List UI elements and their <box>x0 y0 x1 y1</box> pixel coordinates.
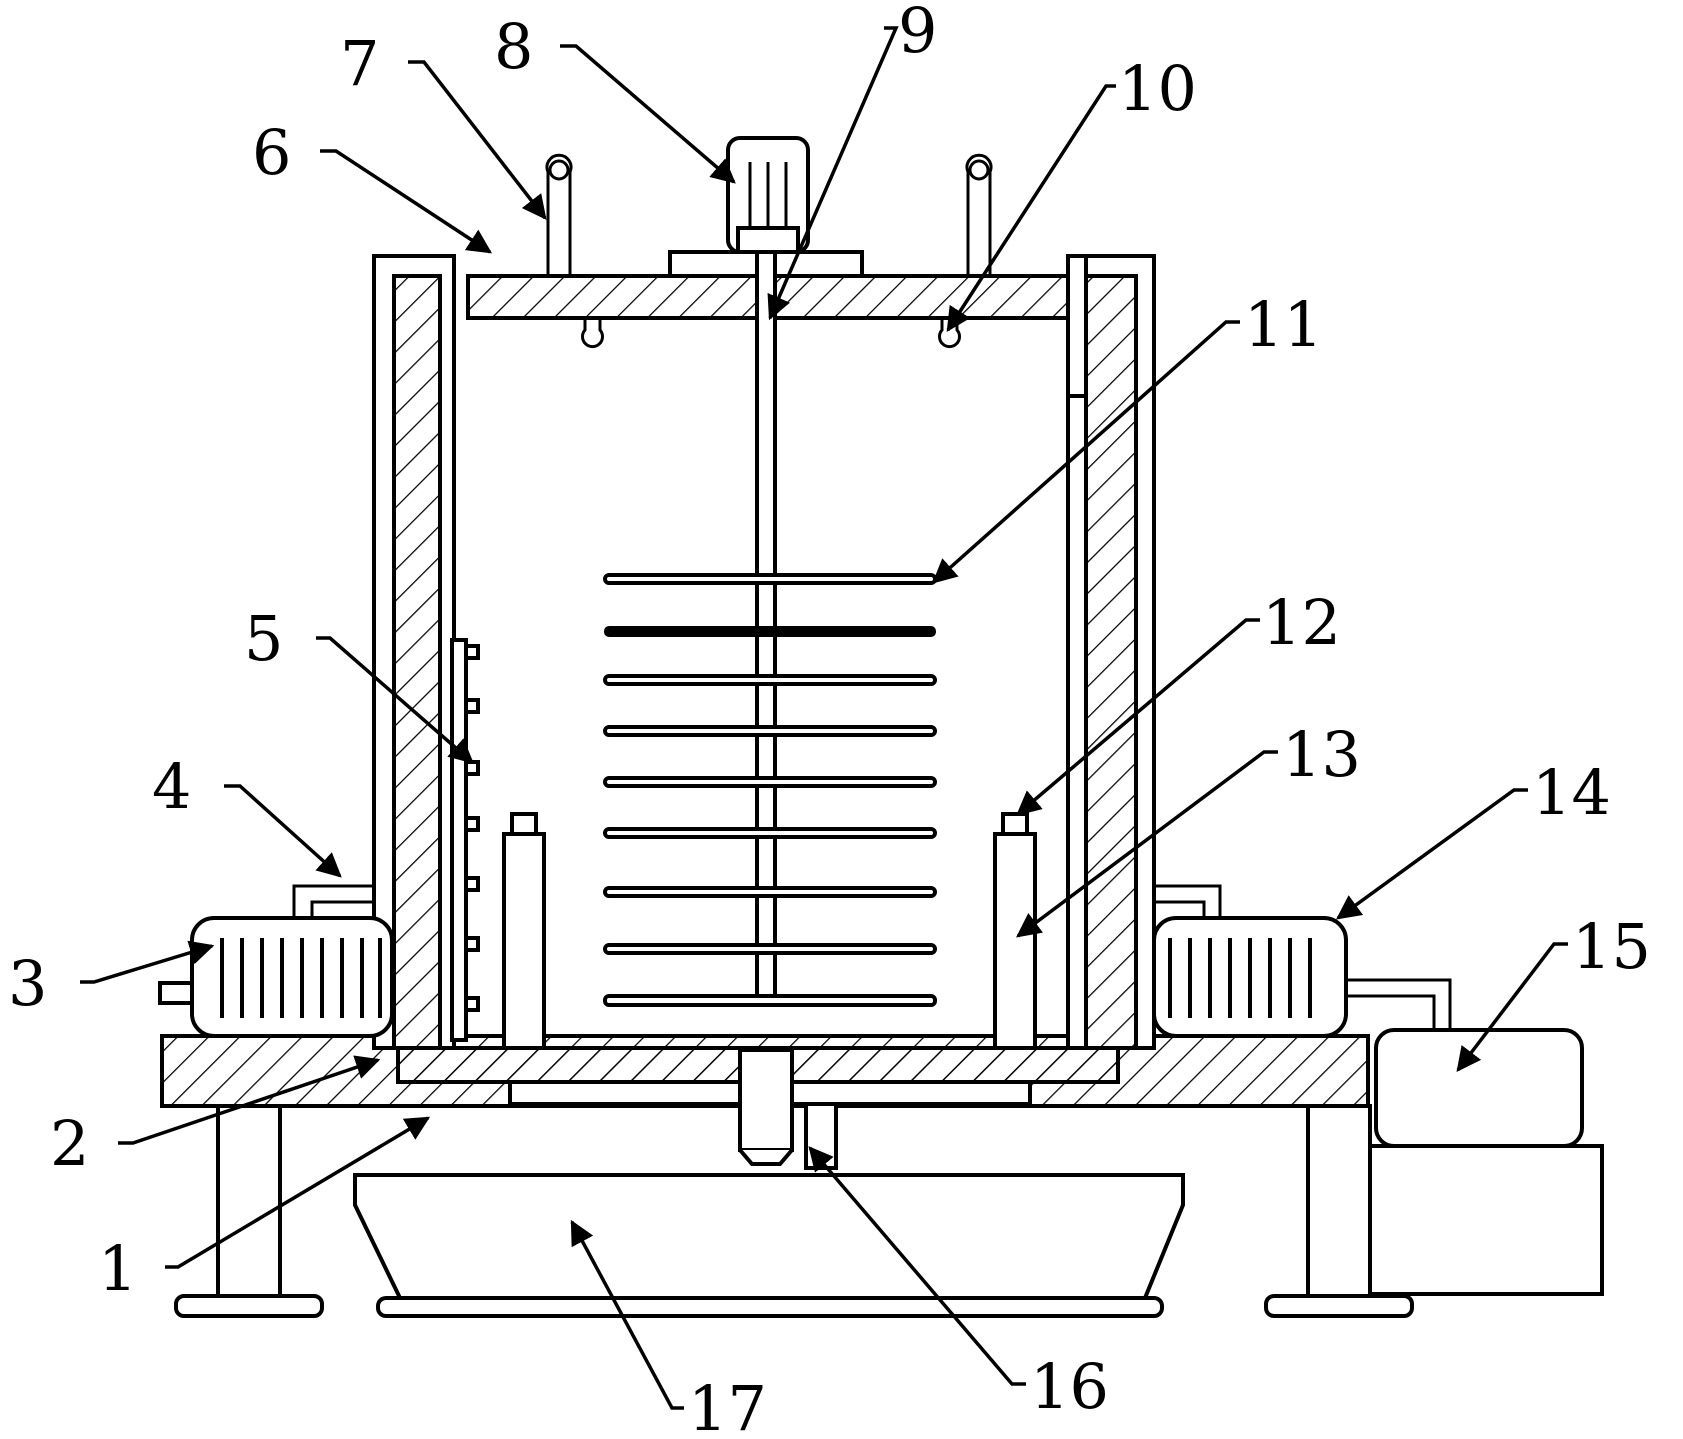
callout-13: 13 <box>1282 718 1361 791</box>
sensor-posts <box>502 812 1037 1050</box>
callout-8: 8 <box>494 10 533 83</box>
callout-15: 15 <box>1572 910 1651 983</box>
left-heater-unit <box>158 884 394 1038</box>
stirring-blades <box>603 573 937 1007</box>
callout-7: 7 <box>340 27 379 100</box>
callout-5: 5 <box>244 602 283 675</box>
callout-labels: 1 2 3 4 5 6 7 8 9 10 11 12 13 14 15 16 1… <box>8 0 1651 1439</box>
leader-lines <box>80 26 1568 1410</box>
callout-1: 1 <box>98 1232 137 1305</box>
callout-3: 3 <box>8 947 47 1020</box>
top-motor <box>726 136 810 254</box>
right-heater-unit <box>1152 884 1452 1040</box>
callout-6: 6 <box>252 116 291 189</box>
spray-nozzles <box>450 638 480 1042</box>
callout-17: 17 <box>688 1372 767 1439</box>
callout-11: 11 <box>1244 288 1323 361</box>
callout-10: 10 <box>1118 52 1197 125</box>
lid-handles <box>545 153 993 276</box>
pump-unit <box>1368 1028 1604 1296</box>
callout-2: 2 <box>50 1107 89 1180</box>
support-legs <box>174 1104 1414 1318</box>
callout-4: 4 <box>152 750 191 823</box>
callout-9: 9 <box>898 0 937 67</box>
callout-12: 12 <box>1262 586 1341 659</box>
collection-tray <box>353 1173 1185 1318</box>
callout-14: 14 <box>1532 756 1611 829</box>
callout-16: 16 <box>1030 1350 1109 1423</box>
tank-walls <box>372 254 1156 1050</box>
